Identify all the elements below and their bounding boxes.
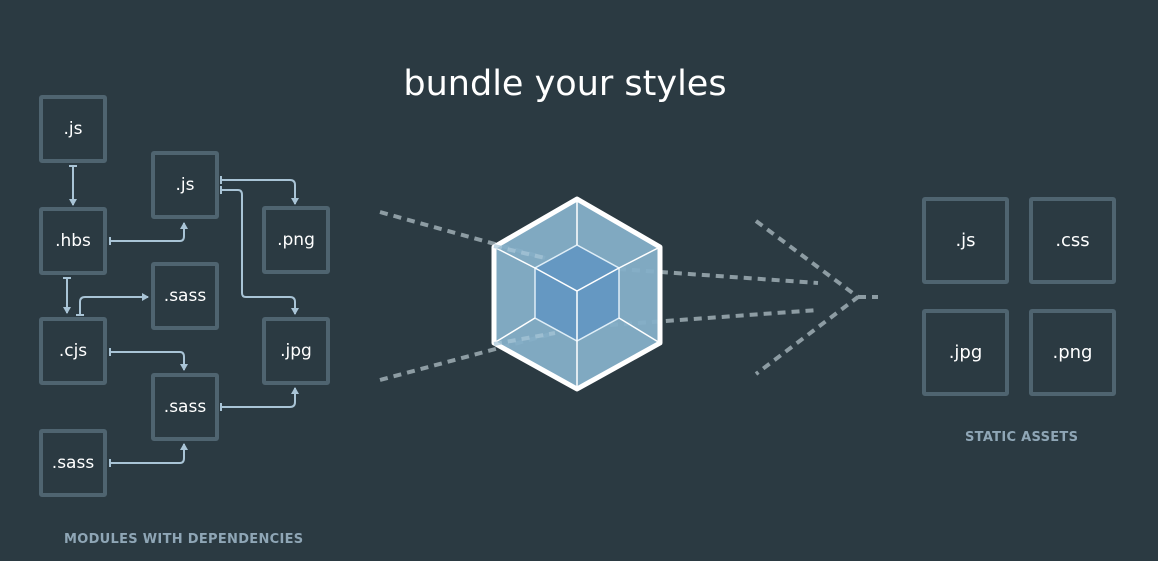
arrow-sass2-jpg [221, 387, 299, 408]
module-sass: .sass [39, 429, 107, 497]
module-jpg: .jpg [262, 317, 330, 385]
modules-caption: MODULES WITH DEPENDENCIES [64, 532, 304, 547]
asset-css: .css [1029, 197, 1116, 284]
asset-png: .png [1029, 309, 1116, 396]
module-sass-2: .sass [151, 262, 219, 330]
module-js-2: .js [151, 151, 219, 219]
module-js: .js [39, 95, 107, 163]
asset-jpg: .jpg [922, 309, 1009, 396]
dependency-arrows [63, 166, 299, 464]
arrow-hbs-js [110, 222, 188, 242]
module-png: .png [262, 206, 330, 274]
arrow-js-png [221, 179, 299, 205]
module-hbs: .hbs [39, 207, 107, 275]
page-title: bundle your styles [403, 64, 727, 104]
module-cjs: .cjs [39, 317, 107, 385]
asset-js: .js [922, 197, 1009, 284]
arrow-tails [63, 165, 222, 467]
webpack-cube-icon [491, 196, 663, 392]
module-sass-3: .sass [151, 373, 219, 441]
arrow-cjs-sass [79, 293, 149, 315]
arrow-cjs-sass2 [110, 351, 188, 371]
arrow-js-jpg [221, 189, 299, 315]
assets-caption: STATIC ASSETS [965, 430, 1079, 445]
arrow-sass-sass2 [110, 443, 188, 464]
